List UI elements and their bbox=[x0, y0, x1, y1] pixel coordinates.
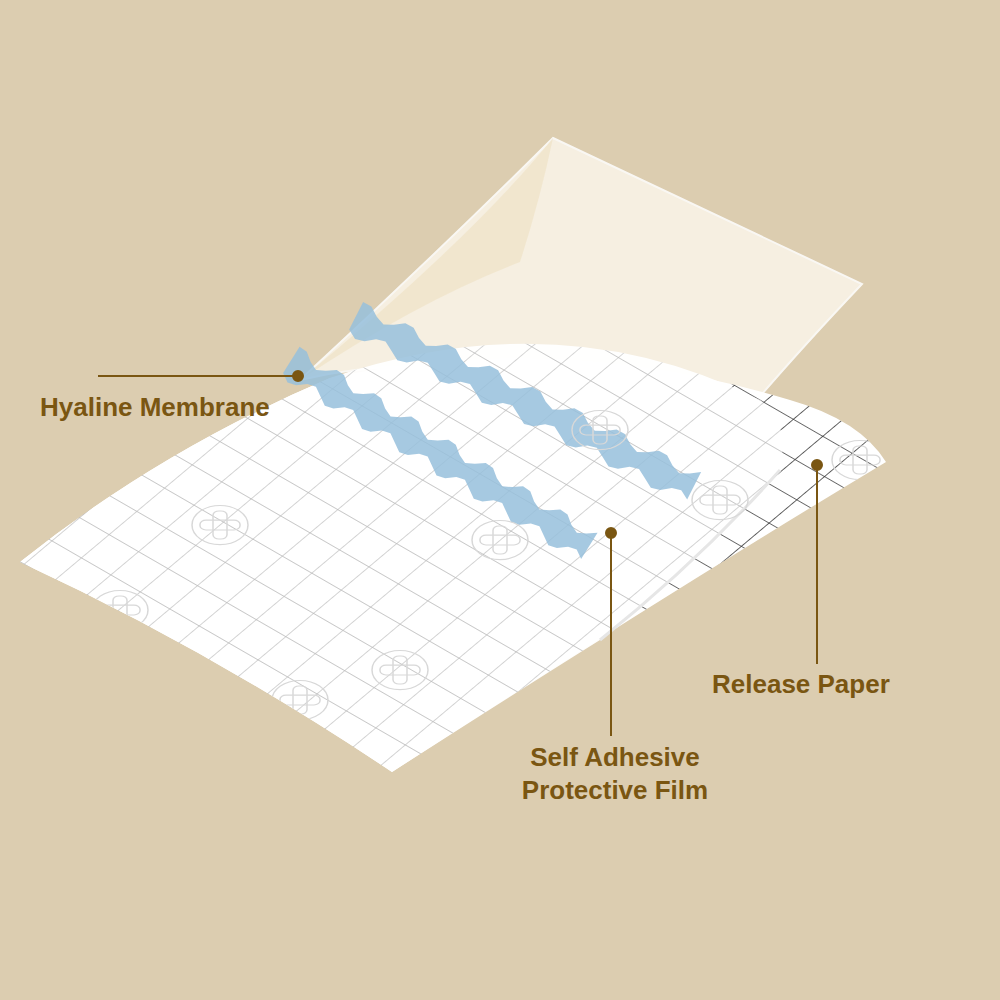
bandage-icon bbox=[192, 505, 248, 544]
blue-tab-strip bbox=[349, 302, 701, 500]
part-label: Hyaline Membrane bbox=[40, 391, 340, 424]
release-paper-sheet bbox=[0, 300, 1000, 800]
part-label: Self Adhesive Protective Film bbox=[480, 741, 750, 807]
protective-film-sheet bbox=[0, 300, 1000, 800]
bandage-icon bbox=[92, 590, 148, 629]
bandage-icon bbox=[372, 650, 428, 689]
bandage-icon bbox=[572, 410, 628, 449]
blue-tab-strips bbox=[283, 302, 701, 559]
membrane-fold bbox=[300, 138, 553, 380]
bandage-icon bbox=[832, 440, 888, 479]
part-label: Release Paper bbox=[712, 668, 962, 701]
bandage-icon bbox=[692, 480, 748, 519]
bandage-icon bbox=[272, 680, 328, 719]
bandage-icon bbox=[472, 520, 528, 559]
